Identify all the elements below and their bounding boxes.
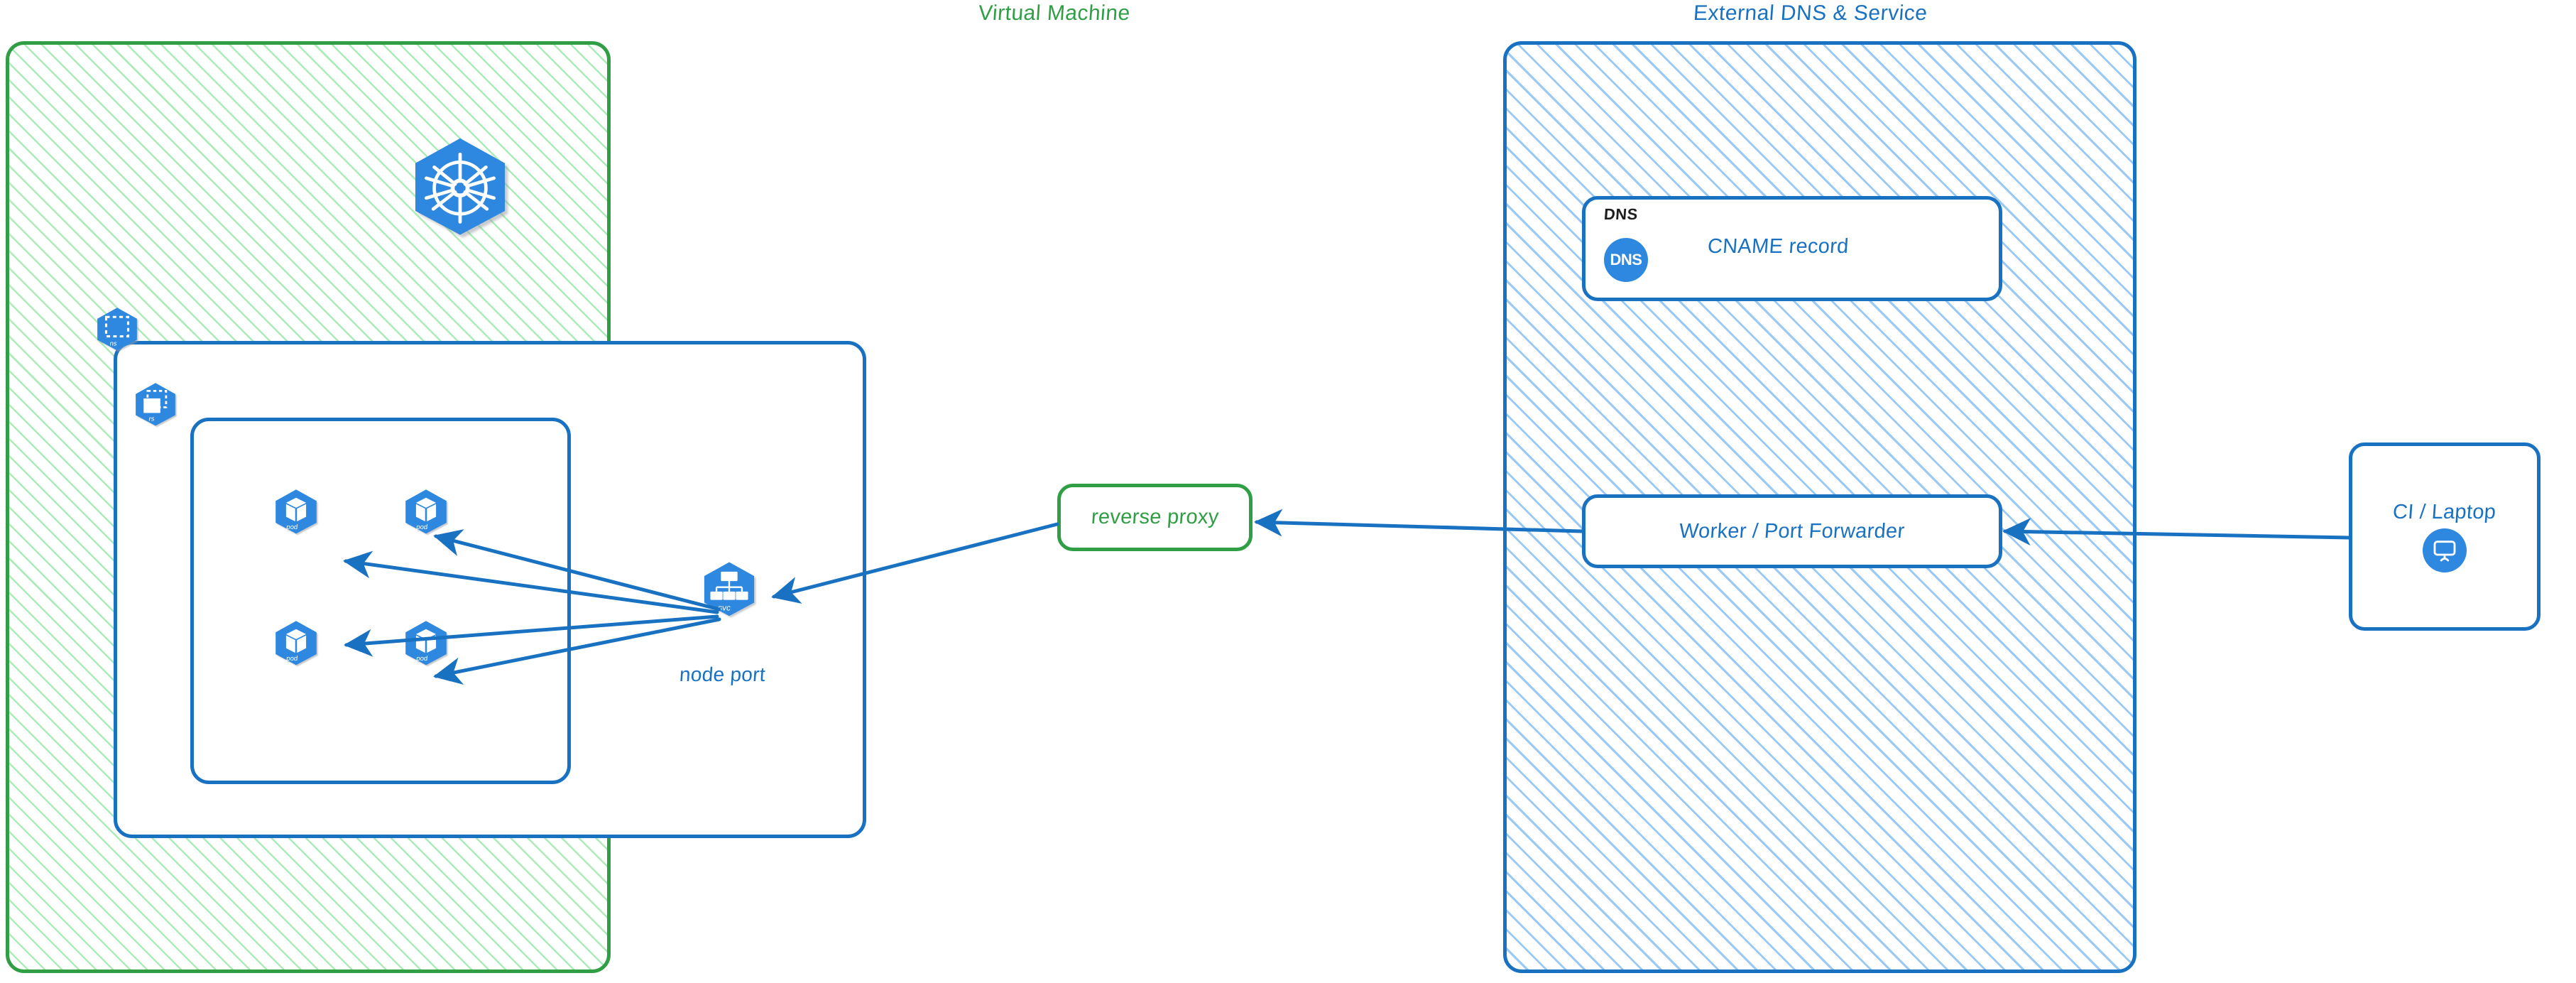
dns-card[interactable]: DNS DNS CNAME record: [1582, 196, 2002, 301]
worker-card-label: Worker / Port Forwarder: [1679, 519, 1906, 543]
replicaset-frame[interactable]: [190, 418, 571, 784]
node-port-label: node port: [678, 663, 767, 685]
worker-port-forwarder-card[interactable]: Worker / Port Forwarder: [1582, 494, 2002, 568]
monitor-icon: [2423, 528, 2467, 572]
group-title-virtual-machine: Virtual Machine: [977, 1, 1131, 25]
dns-card-tag: DNS: [1603, 205, 1639, 223]
dns-card-label: CNAME record: [1706, 235, 1850, 258]
dns-badge-text: DNS: [1610, 251, 1642, 268]
reverse-proxy-label: reverse proxy: [1090, 506, 1220, 528]
reverse-proxy-card[interactable]: reverse proxy: [1057, 484, 1252, 551]
ci-laptop-label: CI / Laptop: [2392, 501, 2497, 523]
dns-icon: DNS: [1604, 238, 1648, 282]
group-title-external-dns-service: External DNS & Service: [1692, 1, 1928, 25]
ci-laptop-card[interactable]: CI / Laptop: [2349, 442, 2540, 631]
